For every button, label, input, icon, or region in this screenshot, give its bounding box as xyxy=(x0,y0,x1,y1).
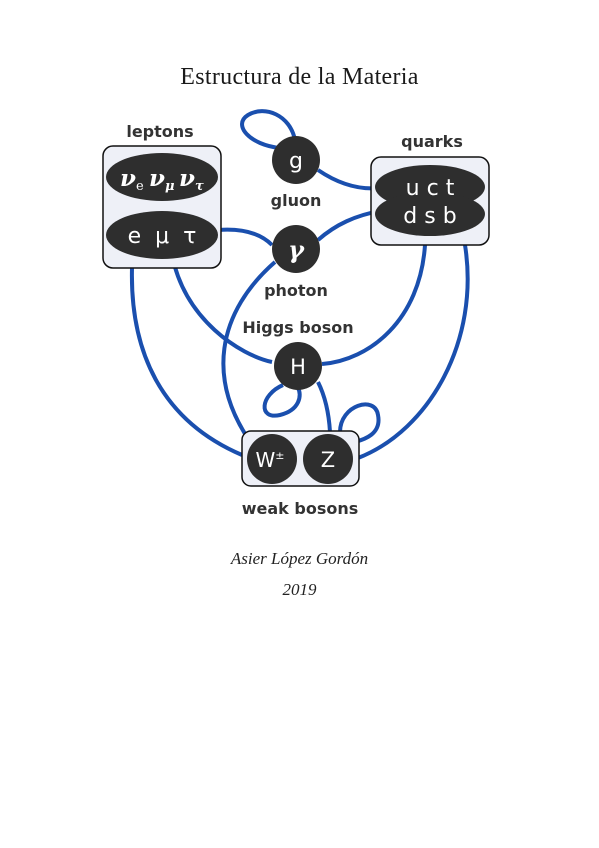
quarks-bottom-row: d s b xyxy=(403,204,456,229)
page-title: Estructura de la Materia xyxy=(180,64,419,90)
higgs-self-loop xyxy=(262,383,302,418)
quarks-label: quarks xyxy=(401,132,463,151)
down-quarks-pill xyxy=(375,192,485,236)
neutrino-e-sub: e xyxy=(136,179,144,194)
z-boson-symbol: Z xyxy=(321,448,335,472)
neutrino-tau-symbol: ν xyxy=(179,165,195,192)
higgs-label: Higgs boson xyxy=(242,318,353,337)
neutrino-mu-symbol: ν xyxy=(149,165,165,192)
interaction-lines xyxy=(129,109,470,460)
quarks-top-row: u c t xyxy=(406,176,455,201)
w-boson-symbol: W xyxy=(256,448,276,472)
higgs-node xyxy=(274,342,322,390)
charged-leptons-text: e μ τ xyxy=(128,224,197,249)
gluon-symbol: g xyxy=(289,149,303,174)
higgs-symbol: H xyxy=(290,355,306,379)
photon-symbol: γ xyxy=(288,235,305,264)
z-self-loop xyxy=(338,402,381,444)
svg-text:νμ: νμ xyxy=(149,165,175,194)
gluon-node xyxy=(272,136,320,184)
charged-lepton-pill xyxy=(106,211,218,259)
quarks-box: u c t d s b xyxy=(370,156,490,246)
lepton-higgs-line xyxy=(170,254,273,364)
neutrino-mu-sub: μ xyxy=(165,179,175,194)
gluon-label: gluon xyxy=(271,191,322,210)
weak-bosons-box: W± Z xyxy=(241,430,360,487)
svg-text:ντ: ντ xyxy=(179,165,204,194)
gluon-self-loop xyxy=(240,109,297,150)
photon-weak-line xyxy=(221,260,277,457)
author-name: Asier López Gordón xyxy=(230,549,369,568)
svg-text:νe: νe xyxy=(120,165,144,194)
quark-higgs-line xyxy=(321,244,427,366)
weak-bosons-label: weak bosons xyxy=(242,499,359,518)
leptons-label: leptons xyxy=(126,122,193,141)
w-boson-node xyxy=(247,434,297,484)
photon-node xyxy=(272,225,320,273)
year: 2019 xyxy=(282,580,317,599)
svg-text:W±: W± xyxy=(256,448,285,472)
neutrino-e-symbol: ν xyxy=(120,165,136,192)
quark-weak-line xyxy=(357,244,470,460)
lepton-weak-line xyxy=(129,267,243,457)
z-boson-node xyxy=(303,434,353,484)
neutrino-tau-sub: τ xyxy=(195,179,204,194)
neutrino-pill xyxy=(106,153,218,201)
leptons-box: νe νμ ντ e μ τ xyxy=(102,145,222,269)
photon-lepton-line xyxy=(217,227,274,247)
photon-label: photon xyxy=(264,281,328,300)
w-boson-charge: ± xyxy=(275,449,284,462)
higgs-weak-line xyxy=(316,381,332,433)
